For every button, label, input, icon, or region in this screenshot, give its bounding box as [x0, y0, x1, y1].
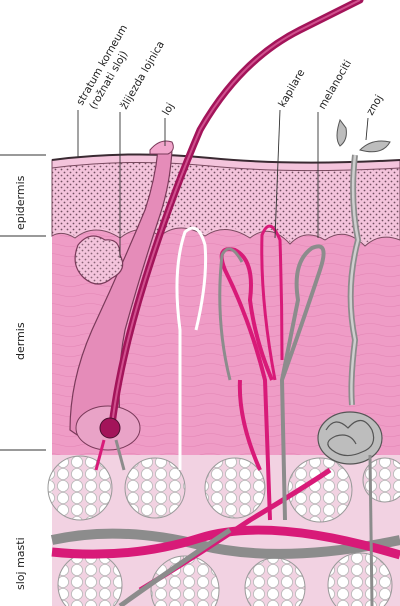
layer-label-epidermis: epidermis	[14, 175, 27, 230]
layer-label-fat: sloj masti	[14, 537, 27, 590]
layer-label-dermis: dermis	[14, 322, 27, 360]
